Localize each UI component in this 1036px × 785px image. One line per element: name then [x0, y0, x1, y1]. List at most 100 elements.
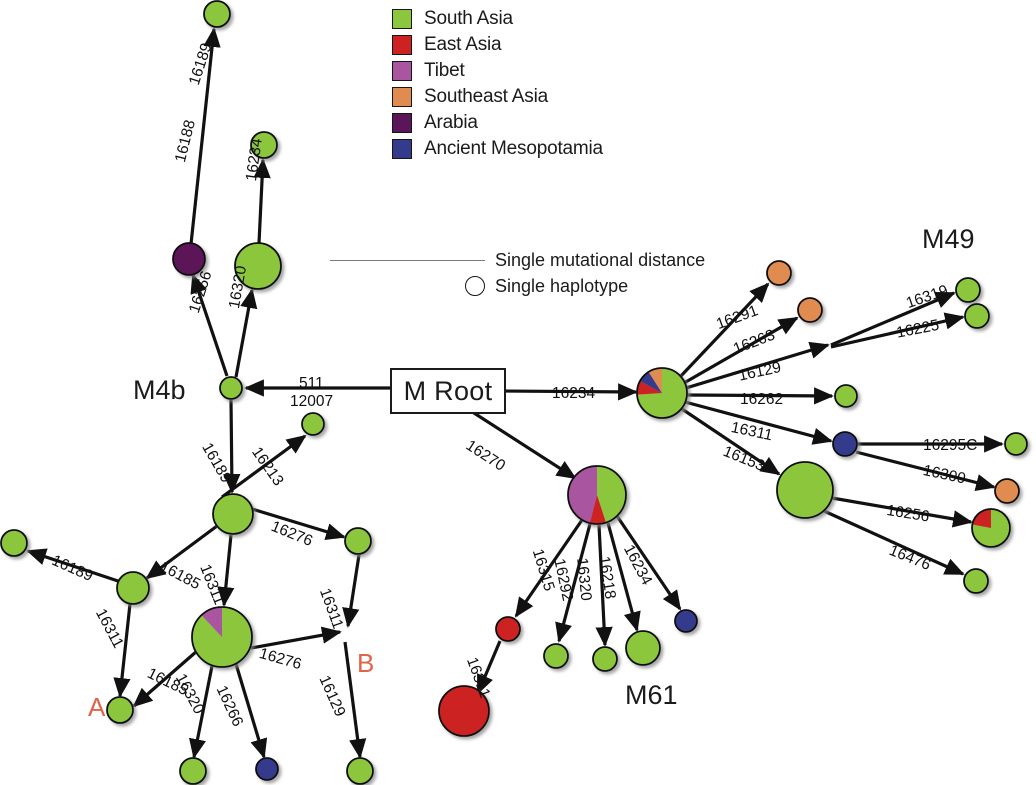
node-slice	[250, 131, 278, 159]
haplotype-node[interactable]	[438, 685, 490, 737]
haplotype-node[interactable]	[344, 527, 372, 555]
network-edge	[343, 641, 367, 759]
haplotype-node[interactable]	[776, 461, 834, 519]
haplotype-node[interactable]	[203, 0, 231, 28]
network-edge	[459, 402, 577, 480]
network-edge	[823, 509, 965, 576]
node-slice	[592, 646, 618, 672]
legend-swatch-icon	[392, 113, 412, 133]
network-edge	[190, 273, 229, 377]
haplotype-node[interactable]	[963, 568, 989, 594]
node-slice	[674, 609, 698, 633]
node-slice	[994, 478, 1020, 504]
haplotype-node[interactable]	[255, 757, 279, 781]
node-slice	[106, 696, 134, 724]
node-slice	[201, 607, 222, 637]
network-edge	[595, 524, 613, 647]
node-slice	[648, 368, 662, 393]
node-slice	[797, 297, 823, 323]
haplotype-node[interactable]	[301, 412, 325, 436]
root-node-box[interactable]: M Root	[390, 368, 506, 414]
haplotype-node[interactable]	[179, 757, 207, 785]
legend-item-label: South Asia	[424, 8, 513, 29]
legend-swatch-icon	[392, 61, 412, 81]
haplotype-node[interactable]	[636, 367, 688, 419]
haplotype-node[interactable]	[116, 571, 150, 605]
node-slice	[234, 242, 282, 290]
network-edge	[253, 158, 271, 244]
haplotype-node[interactable]	[0, 529, 28, 557]
node-outline	[636, 367, 688, 419]
haplotype-node[interactable]	[592, 646, 618, 672]
clade-label-m49: M49	[922, 224, 975, 254]
network-edge	[514, 519, 584, 618]
haplotype-node[interactable]	[495, 616, 521, 642]
haplotype-node[interactable]	[346, 757, 374, 785]
legend-item: Ancient Mesopotamia	[392, 136, 603, 162]
legend-swatch-icon	[392, 9, 412, 29]
haplotype-node[interactable]	[834, 384, 858, 408]
haplotype-node[interactable]	[250, 131, 278, 159]
node-slice	[543, 643, 569, 669]
network-edge	[251, 507, 346, 541]
node-slice	[255, 757, 279, 781]
network-edge	[476, 640, 502, 695]
node-slice	[1004, 432, 1028, 456]
network-edge	[830, 291, 956, 347]
clade-label-m61: M61	[625, 680, 678, 710]
network-edge	[221, 434, 307, 499]
network-edge	[234, 663, 268, 759]
legend-item: East Asia	[392, 32, 603, 58]
legend-item-label: East Asia	[424, 34, 502, 55]
node-slice	[495, 616, 521, 642]
node-slice	[597, 466, 626, 523]
node-slice	[636, 380, 662, 395]
node-slice	[219, 376, 243, 400]
legend-swatch-icon	[392, 139, 412, 159]
haplotype-node[interactable]	[964, 303, 990, 329]
network-edge	[686, 387, 834, 405]
haplotype-node[interactable]	[625, 630, 661, 666]
haplotype-node[interactable]	[674, 609, 698, 633]
haplotype-node[interactable]	[106, 696, 134, 724]
node-slice	[203, 0, 231, 28]
legend-item: Southeast Asia	[392, 84, 603, 110]
haplotype-node[interactable]	[1004, 432, 1028, 456]
haplotype-node[interactable]	[191, 606, 253, 668]
legend-item: Arabia	[392, 110, 603, 136]
haplotype-node[interactable]	[994, 478, 1020, 504]
node-slice	[832, 431, 858, 457]
network-edge	[830, 312, 965, 349]
node-slice	[972, 509, 991, 528]
network-edge	[189, 665, 214, 759]
node-slice	[963, 568, 989, 594]
haplotype-node[interactable]	[219, 376, 243, 400]
network-edge	[234, 288, 258, 378]
haplotype-node[interactable]	[543, 643, 569, 669]
scale-haplotype-label: Single haplotype	[495, 275, 629, 296]
node-slice	[301, 412, 325, 436]
node-slice	[0, 529, 28, 557]
node-slice	[972, 509, 1011, 547]
scale-distance-row: Single mutational distance	[330, 247, 705, 273]
network-edge	[683, 316, 799, 385]
network-edge	[831, 496, 973, 528]
haplotype-node[interactable]	[797, 297, 823, 323]
mutation-label: 16295C	[923, 437, 978, 454]
haplotype-node[interactable]	[766, 260, 792, 286]
node-slice	[637, 368, 687, 418]
legend-item-label: Ancient Mesopotamia	[424, 138, 603, 159]
haplotype-node[interactable]	[172, 242, 206, 276]
network-edge	[678, 282, 770, 379]
haplotype-node[interactable]	[212, 493, 254, 535]
haplotype-node[interactable]	[971, 508, 1011, 548]
haplotype-node[interactable]	[955, 277, 981, 303]
haplotype-node[interactable]	[567, 465, 627, 525]
network-edge	[26, 548, 119, 583]
haplotype-node[interactable]	[832, 431, 858, 457]
network-edge	[684, 400, 833, 445]
node-slice	[116, 571, 150, 605]
haplotype-node[interactable]	[234, 242, 282, 290]
legend-swatch-icon	[392, 87, 412, 107]
